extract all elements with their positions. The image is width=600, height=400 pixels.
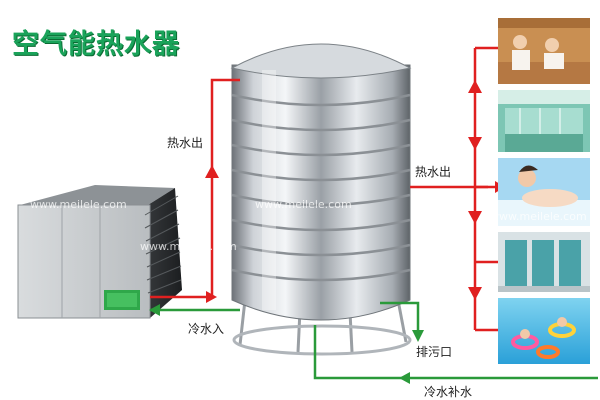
scene-bathtub [498, 158, 590, 226]
scene-swimming-pool [498, 298, 590, 364]
label-cold-water-supply: 冷水补水 [424, 385, 473, 399]
label-drain-outlet: 排污口 [416, 345, 453, 359]
water-tank [230, 43, 412, 356]
diagram-title: 空气能热水器 [12, 29, 180, 60]
label-hot-water-out-left: 热水出 [167, 136, 204, 150]
scene-shower-room [498, 90, 590, 152]
watermark: www.meilele.com [255, 198, 352, 211]
cold-water-arrows [149, 304, 424, 384]
label-hot-water-out-right: 热水出 [415, 165, 452, 179]
heat-pump-unit [17, 185, 182, 319]
scene-toilet-stalls [498, 232, 590, 292]
label-cold-water-in: 冷水入 [188, 322, 225, 336]
watermark: www.meilele.com [490, 210, 587, 223]
cold-water-pipes [150, 301, 598, 380]
watermark: www.meilele.com [30, 198, 127, 211]
unit-logo-label [104, 290, 140, 310]
watermark: www.meilele.com [140, 240, 237, 253]
hot-water-arrows [205, 80, 505, 303]
scene-sauna [498, 18, 590, 84]
